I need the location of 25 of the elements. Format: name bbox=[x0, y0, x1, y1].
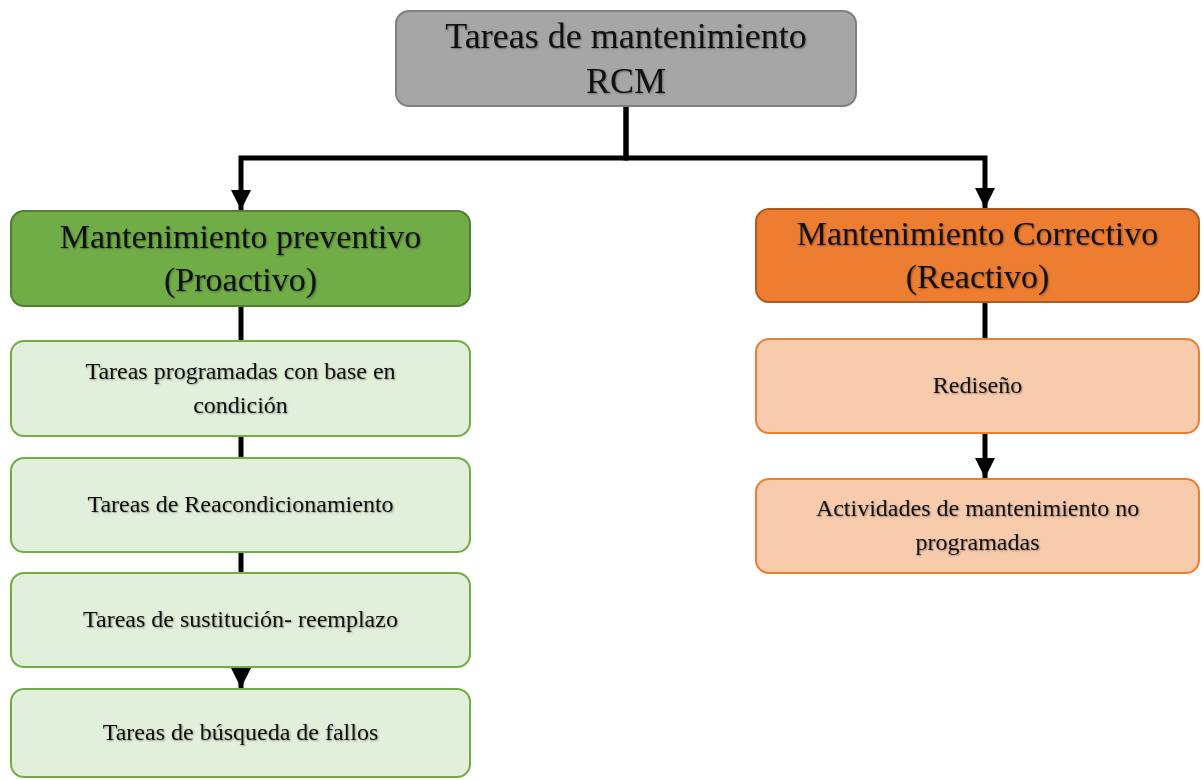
connector-line bbox=[982, 303, 988, 338]
task-box bbox=[10, 572, 471, 668]
task-box bbox=[10, 457, 471, 553]
box-text: Rediseño bbox=[932, 371, 1023, 401]
arrow bbox=[623, 107, 995, 208]
box-text: Mantenimiento Correctivo (Reactivo) bbox=[795, 214, 1160, 297]
arrow bbox=[975, 434, 995, 478]
box-text: Tareas de mantenimiento RCM bbox=[444, 14, 808, 103]
connector-line bbox=[238, 437, 244, 457]
box-text: Tareas de búsqueda de fallos bbox=[102, 718, 379, 748]
task-box bbox=[10, 340, 471, 437]
task-box bbox=[755, 478, 1200, 574]
category-box bbox=[10, 210, 471, 307]
connector-line bbox=[238, 307, 244, 340]
box-text: Tareas de Reacondicionamiento bbox=[87, 490, 394, 520]
task-box bbox=[755, 338, 1200, 434]
box-text: Tareas de sustitución- reemplazo bbox=[83, 605, 398, 635]
task-box bbox=[10, 688, 471, 778]
box-text: Actividades de mantenimiento no programadas bbox=[814, 494, 1141, 557]
category-box bbox=[755, 208, 1200, 303]
box-text: Tareas programadas con base en condición bbox=[84, 356, 397, 420]
connector-line bbox=[238, 553, 244, 572]
title-box bbox=[395, 10, 857, 107]
arrow bbox=[231, 668, 251, 688]
box-text: Mantenimiento preventivo (Proactivo) bbox=[58, 217, 423, 300]
